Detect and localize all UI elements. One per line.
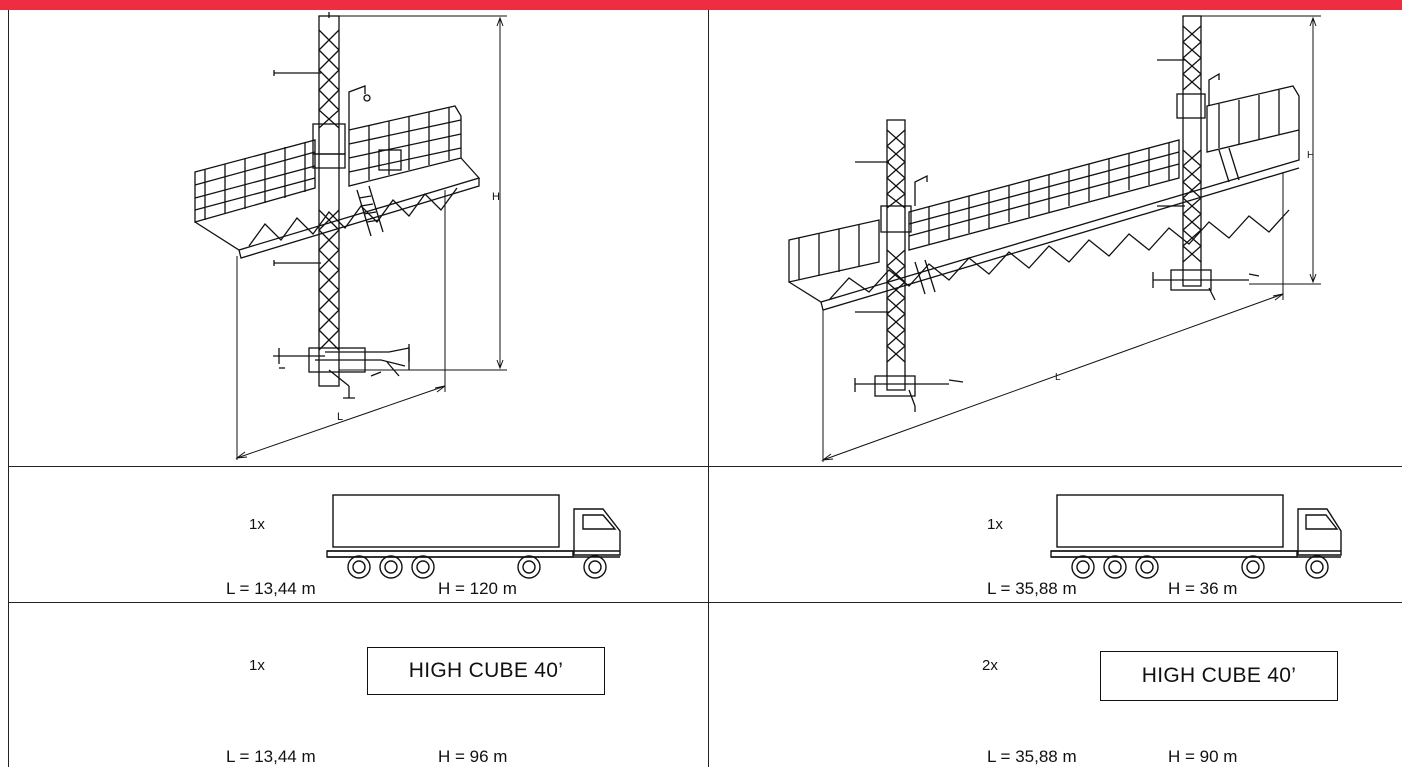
height-dimension-label: H [492,191,500,203]
container-quantity: 2x [982,657,998,674]
length-dimension-label: L [1055,372,1061,383]
container-height-value: H = 90 m [1168,747,1238,766]
truck-cell-single-mast: 1x L = 13,44 m H = 120 m [9,467,708,602]
truck-quantity: 1x [249,516,265,533]
truck-icon [1050,494,1342,579]
container-cell-twin-mast: 2x HIGH CUBE 40’ L = 35,88 m H = 90 m [709,603,1402,767]
single-mast-drawing-cell: H L [9,10,708,466]
configuration-table: H L [0,10,1402,767]
truck-length-value: L = 35,88 m [987,579,1077,598]
truck-cell-twin-mast: 1x L = 35,88 m H = 36 m [709,467,1402,602]
row-divider-truck [8,602,1402,603]
left-mast-icon [854,119,964,412]
header-accent-bar [0,0,1402,10]
container-length-value: L = 35,88 m [987,747,1077,766]
dimension-lines-icon [821,15,1321,462]
container-height-value: H = 96 m [438,747,508,766]
wheels-icon [1071,555,1329,579]
table-left-border [8,10,9,767]
single-mast-climbing-platform-icon: H L [194,12,507,460]
truck-height-value: H = 36 m [1168,579,1238,598]
truck-quantity: 1x [987,516,1003,533]
table-center-divider [708,10,709,767]
wheels-icon [347,555,607,579]
height-dimension-label: H [1307,150,1314,161]
length-dimension-label: L [337,411,343,423]
container-length-value: L = 13,44 m [226,747,316,766]
container-label: HIGH CUBE 40’ [408,659,564,682]
twin-mast-drawing-cell: H L [709,10,1402,466]
mast-icon [273,12,371,387]
row-divider-drawings [8,466,1402,467]
dimension-lines-icon [235,15,507,460]
truck-icon [326,494,621,579]
high-cube-container-box: HIGH CUBE 40’ [367,647,605,695]
truck-height-value: H = 120 m [438,579,517,598]
twin-mast-climbing-platform-icon: H L [788,15,1321,462]
container-cell-single-mast: 1x HIGH CUBE 40’ L = 13,44 m H = 96 m [9,603,708,767]
platform-icon [194,105,481,259]
container-quantity: 1x [249,657,265,674]
high-cube-container-box: HIGH CUBE 40’ [1100,651,1338,701]
container-label: HIGH CUBE 40’ [1141,664,1297,687]
base-outrigger-icon [273,344,410,399]
truck-length-value: L = 13,44 m [226,579,316,598]
long-platform-icon [788,85,1300,311]
